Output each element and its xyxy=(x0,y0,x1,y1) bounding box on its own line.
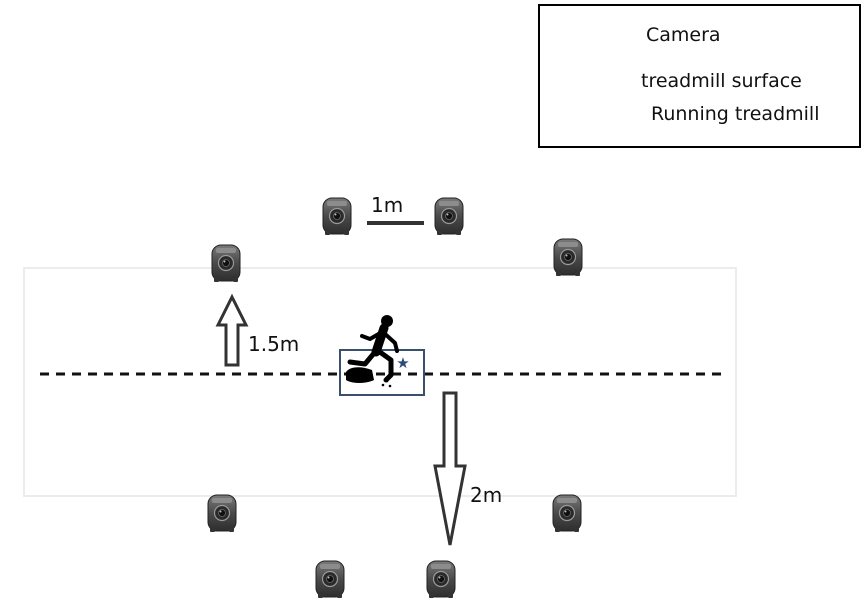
up-arrow-icon xyxy=(215,293,249,367)
camera-icon xyxy=(553,238,583,277)
legend-camera-label: Camera xyxy=(646,24,721,46)
legend-box: Camera treadmill surface Running treadmi… xyxy=(538,4,861,148)
camera-icon xyxy=(552,494,582,533)
legend-foot-label: treadmill surface xyxy=(641,70,802,92)
camera-icon xyxy=(322,197,352,236)
camera-icon xyxy=(434,197,464,236)
camera-icon xyxy=(211,244,241,283)
camera-icon xyxy=(426,560,456,599)
upper-offset-label: 1.5m xyxy=(248,332,300,356)
camera-icon xyxy=(315,560,345,599)
camera-spacing-label: 1m xyxy=(371,193,404,217)
lower-offset-label: 2m xyxy=(470,483,503,507)
legend-treadmill-label: Running treadmill xyxy=(651,103,820,125)
star-icon: ★ xyxy=(396,354,409,372)
runner-icon xyxy=(346,315,399,388)
treadmill-icon xyxy=(339,349,425,396)
capture-area-boundary xyxy=(23,267,737,497)
down-arrow-icon xyxy=(433,391,467,546)
camera-icon xyxy=(207,494,237,533)
